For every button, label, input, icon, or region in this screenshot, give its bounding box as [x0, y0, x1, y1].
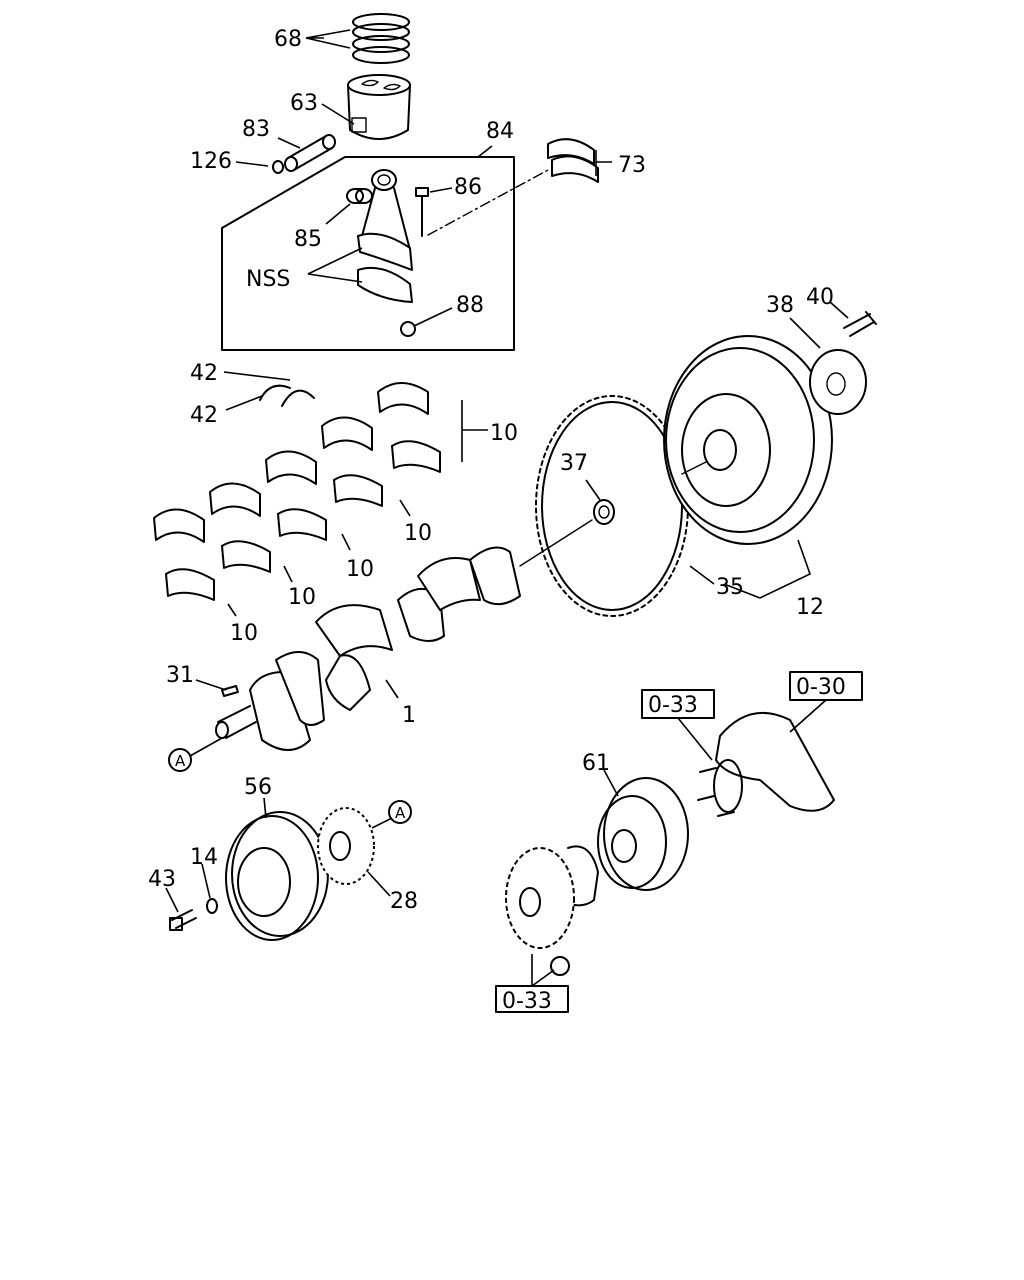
- crankshaft: [215, 519, 593, 751]
- callout-28: 28: [390, 889, 418, 914]
- callout-nss: NSS: [246, 267, 290, 292]
- ref-033-lower: 0-33: [502, 989, 552, 1014]
- callout-83: 83: [242, 117, 270, 142]
- leader-lines: [165, 29, 849, 987]
- connecting-rod-group: [221, 156, 549, 351]
- fan-drive: [505, 711, 835, 976]
- callout-56: 56: [244, 775, 272, 800]
- callout-61: 61: [582, 751, 610, 776]
- circle-markers: A A: [168, 748, 412, 824]
- marker-a-gear: A: [395, 804, 406, 822]
- ref-030: 0-30: [796, 675, 846, 700]
- main-bearings: [153, 382, 441, 601]
- callout-37: 37: [560, 451, 588, 476]
- piston-rings: [352, 13, 410, 64]
- front-components: [169, 685, 375, 941]
- reference-boxes: 0-33 0-30 0-33: [495, 671, 863, 1014]
- callout-42-upper: 42: [190, 361, 218, 386]
- ref-box-033-lower: [495, 985, 569, 1013]
- callout-86: 86: [454, 175, 482, 200]
- callout-35: 35: [716, 575, 744, 600]
- ref-box-030: [789, 671, 863, 701]
- ref-033-upper: 0-33: [648, 693, 698, 718]
- callout-14: 14: [190, 845, 218, 870]
- callout-63: 63: [290, 91, 318, 116]
- callout-73: 73: [618, 153, 646, 178]
- callout-10-second: 10: [404, 521, 432, 546]
- callout-1: 1: [402, 703, 416, 728]
- piston: [347, 74, 411, 140]
- callout-38: 38: [766, 293, 794, 318]
- ref-box-033-upper: [641, 689, 715, 719]
- marker-a-crankshaft-ring: [168, 748, 192, 772]
- callout-126: 126: [190, 149, 232, 174]
- rod-bearings: [547, 138, 599, 183]
- marker-a-gear-ring: [388, 800, 412, 824]
- callout-31: 31: [166, 663, 194, 688]
- callout-84: 84: [486, 119, 514, 144]
- callout-68: 68: [274, 27, 302, 52]
- flywheel: [663, 311, 877, 545]
- callout-40: 40: [806, 285, 834, 310]
- callout-42-lower: 42: [190, 403, 218, 428]
- callout-43: 43: [148, 867, 176, 892]
- callout-10-top: 10: [490, 421, 518, 446]
- callout-85: 85: [294, 227, 322, 252]
- callout-10-third: 10: [346, 557, 374, 582]
- callout-88: 88: [456, 293, 484, 318]
- piston-pin: [272, 134, 336, 174]
- callout-12: 12: [796, 595, 824, 620]
- marker-a-crankshaft: A: [175, 752, 186, 770]
- callout-10-fourth: 10: [288, 585, 316, 610]
- callout-labels: 68 63 83 126 84 73 86 85 NSS 88 38 40 42…: [148, 27, 834, 914]
- callout-10-fifth: 10: [230, 621, 258, 646]
